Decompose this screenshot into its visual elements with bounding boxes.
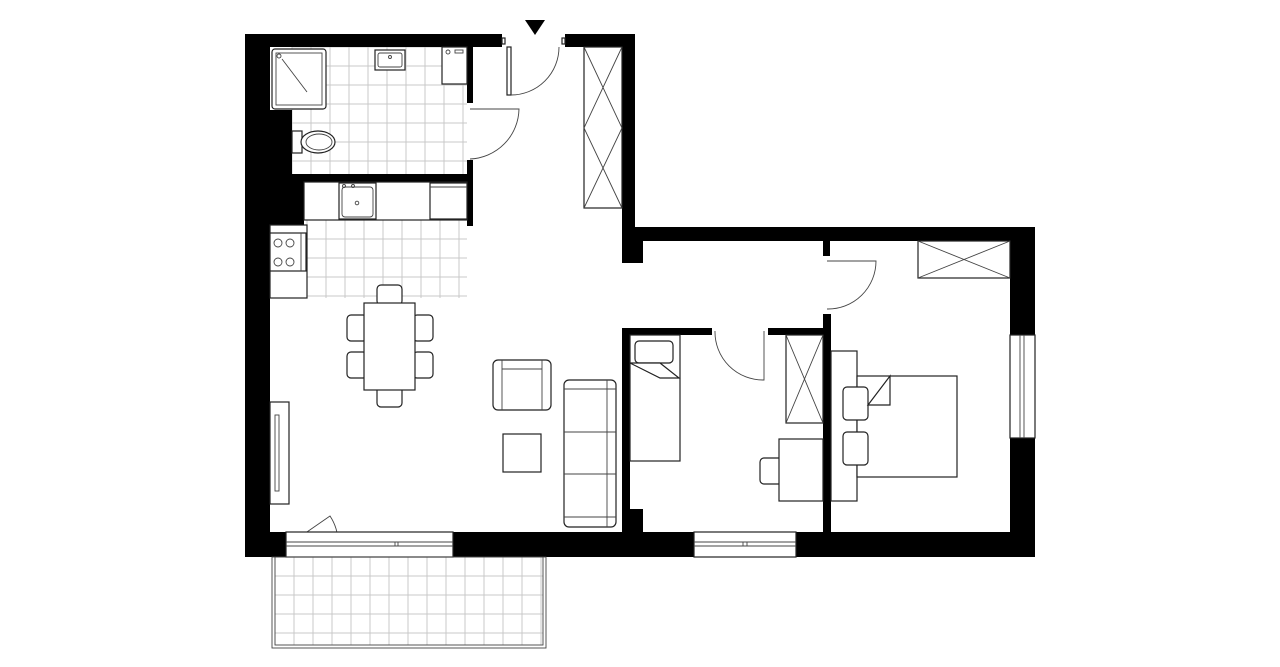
washing-machine-icon — [441, 46, 468, 85]
window-small-room — [693, 531, 797, 558]
small-room-door[interactable] — [714, 330, 765, 381]
armchair-icon — [492, 359, 552, 411]
stove-icon — [269, 232, 307, 272]
wardrobe-icon — [917, 240, 1011, 279]
window-bedroom — [1009, 334, 1036, 439]
walls — [245, 34, 1035, 557]
balcony — [271, 556, 547, 649]
bedroom-door[interactable] — [826, 260, 877, 310]
kitchen-sink-icon — [338, 182, 377, 220]
wardrobe-icon — [583, 46, 623, 209]
coffee-table-icon — [502, 433, 542, 473]
desk-icon — [759, 438, 824, 502]
window-living — [285, 531, 454, 558]
entrance-door[interactable] — [501, 37, 566, 96]
shower-icon — [271, 48, 327, 110]
dining-table-icon — [346, 284, 434, 408]
washbasin-icon — [374, 49, 406, 71]
wardrobe-icon — [785, 334, 824, 424]
entrance-arrow-icon — [525, 20, 545, 35]
sofa-icon — [563, 379, 617, 528]
bathroom-door[interactable] — [469, 108, 520, 160]
toilet-icon — [291, 130, 336, 154]
fridge — [429, 182, 468, 220]
balcony-tiles — [274, 556, 543, 645]
single-bed-icon — [629, 334, 681, 462]
double-bed-icon — [830, 350, 958, 502]
tv-unit-icon — [269, 401, 290, 505]
